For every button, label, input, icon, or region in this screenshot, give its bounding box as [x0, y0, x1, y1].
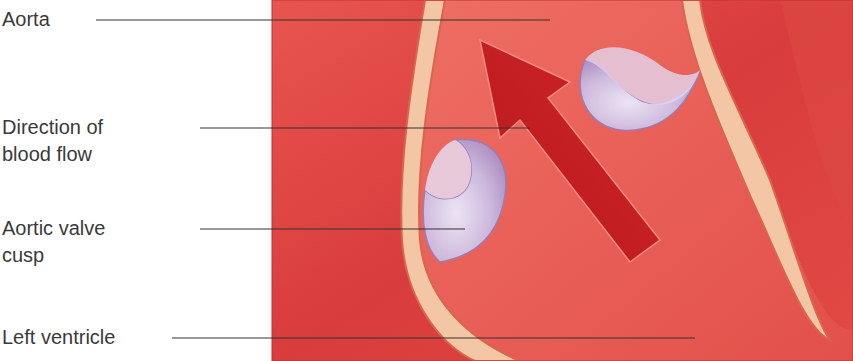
part-label: Aorta [2, 6, 92, 33]
part-label: Left ventricle [2, 324, 170, 351]
part-label: Direction of blood flow [2, 114, 152, 168]
leader-line [172, 337, 695, 338]
leader-line [200, 127, 530, 128]
aorta-lumen [419, 0, 853, 361]
flow-arrow [480, 40, 660, 262]
leader-line [200, 228, 465, 229]
leader-line [96, 19, 550, 20]
panel-border [272, 0, 853, 361]
valve-cusp [425, 140, 471, 199]
tissue-ground [272, 0, 853, 361]
part-label: Aortic valve cusp [2, 215, 142, 269]
tissue-shade [780, 0, 853, 230]
valve-cusp [423, 139, 506, 262]
valve-cusp [585, 47, 700, 104]
